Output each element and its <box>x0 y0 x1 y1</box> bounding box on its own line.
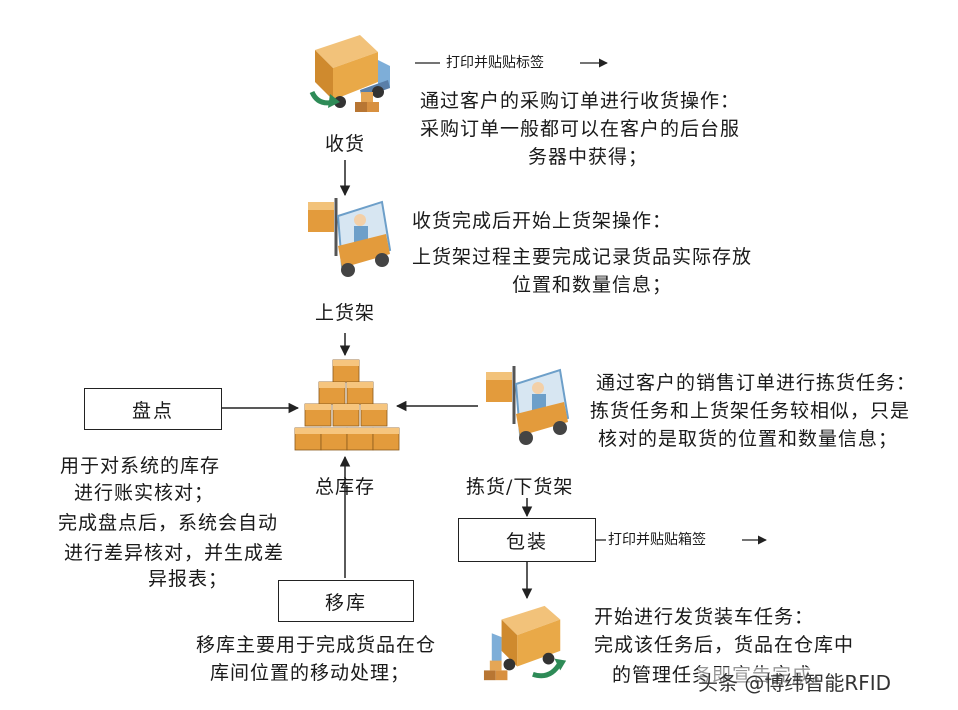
delivery-truck-icon <box>483 605 567 681</box>
print-label-pack: 打印并贴贴箱签 <box>608 532 706 548</box>
node-pack-label: 包装 <box>505 530 548 553</box>
delivery-truck-icon <box>309 35 390 112</box>
node-count-box: 盘点 <box>84 388 222 430</box>
node-pick-label: 拣货/下货架 <box>466 476 574 498</box>
node-count-label: 盘点 <box>131 399 174 422</box>
node-pack-box: 包装 <box>458 518 596 562</box>
node-receive-label: 收货 <box>324 133 365 155</box>
watermark: 头条 @博纬智能RFID <box>698 667 892 696</box>
forklift-icon <box>308 198 392 277</box>
node-move-box: 移库 <box>278 580 414 622</box>
print-label-top: 打印并贴贴标签 <box>446 55 544 71</box>
box-pyramid-icon <box>294 359 400 451</box>
node-shelve-label: 上货架 <box>314 302 375 324</box>
node-move-label: 移库 <box>324 591 367 614</box>
node-inventory-label: 总库存 <box>314 476 375 498</box>
forklift-icon <box>486 366 570 445</box>
